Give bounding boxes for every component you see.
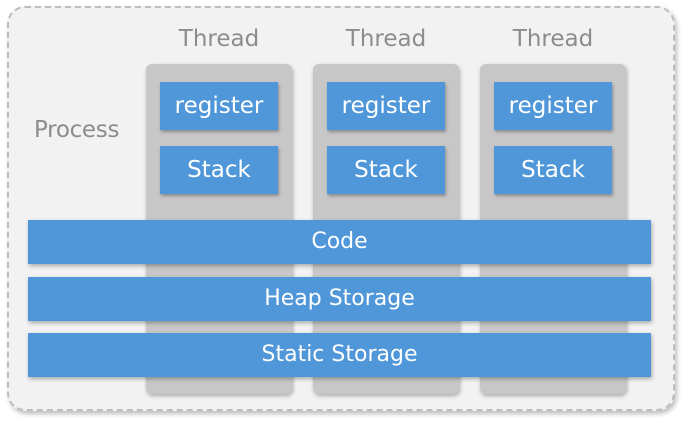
thread-2-register: register bbox=[327, 82, 445, 130]
process-label: Process bbox=[34, 117, 120, 143]
thread-1-register: register bbox=[160, 82, 278, 130]
thread-2-stack: Stack bbox=[327, 146, 445, 194]
thread-title-1: Thread bbox=[178, 26, 260, 52]
thread-title-3: Thread bbox=[512, 26, 594, 52]
static-storage-segment: Static Storage bbox=[28, 333, 651, 377]
thread-1-stack: Stack bbox=[160, 146, 278, 194]
thread-3-stack: Stack bbox=[494, 146, 612, 194]
thread-3-register: register bbox=[494, 82, 612, 130]
heap-storage-segment: Heap Storage bbox=[28, 277, 651, 321]
thread-title-2: Thread bbox=[345, 26, 427, 52]
code-segment: Code bbox=[28, 220, 651, 264]
